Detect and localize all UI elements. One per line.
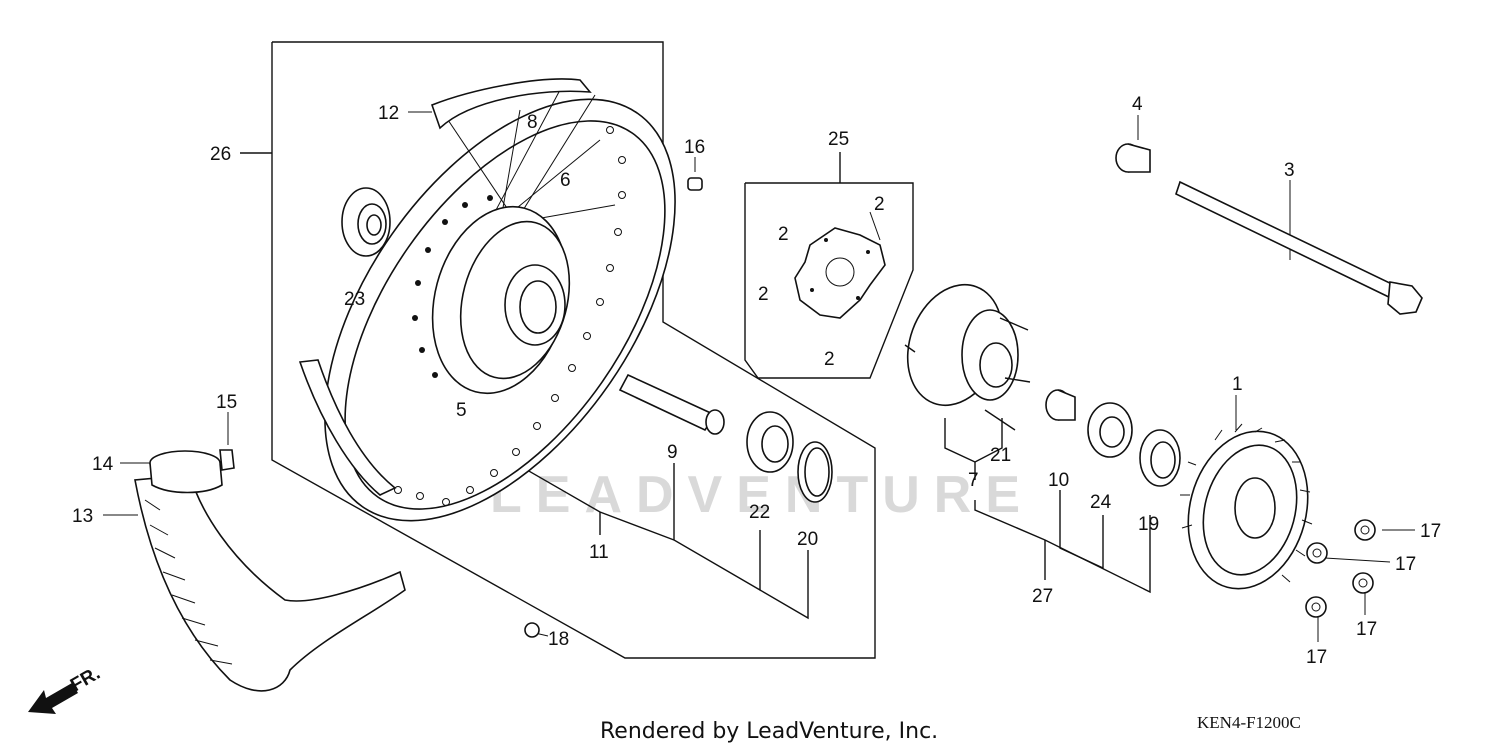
bearing-24	[1087, 402, 1133, 458]
callout-9: 9	[667, 442, 678, 463]
callout-17: 17	[1395, 554, 1416, 575]
callout-25: 25	[828, 129, 849, 150]
footer-credit: Rendered by LeadVenture, Inc.	[600, 719, 938, 744]
collar-9	[618, 373, 725, 435]
callout-7: 7	[968, 470, 979, 491]
callout-8: 8	[527, 112, 538, 133]
callout-2: 2	[758, 284, 769, 305]
callout-3: 3	[1284, 160, 1295, 181]
rim-holes	[394, 126, 626, 506]
collar-4	[1115, 143, 1151, 173]
axle-3	[1175, 180, 1423, 315]
bracket-25	[744, 182, 914, 379]
bearing-22	[746, 411, 794, 473]
seal-20	[797, 441, 833, 503]
nuts-17	[1305, 519, 1376, 618]
nut-18	[524, 622, 540, 638]
collar-10	[1045, 389, 1076, 421]
callout-21: 21	[990, 445, 1011, 466]
callout-24: 24	[1090, 492, 1112, 513]
hub-holes	[412, 195, 493, 378]
callout-11: 11	[589, 542, 609, 563]
bearing-23	[341, 187, 391, 257]
callout-23: 23	[344, 289, 365, 310]
callout-4: 4	[1132, 94, 1143, 115]
seal-19	[1139, 429, 1181, 487]
callout-17: 17	[1420, 521, 1441, 542]
valve-15	[219, 449, 235, 471]
valve-cap-16	[687, 177, 703, 191]
callout-17: 17	[1356, 619, 1377, 640]
rim-band-12	[430, 78, 592, 130]
watermark: LEADVENTURE	[490, 466, 1034, 524]
callout-2: 2	[778, 224, 789, 245]
callout-22: 22	[749, 502, 770, 523]
diagram-code: KEN4-F1200C	[1197, 713, 1301, 732]
callout-5: 5	[456, 400, 467, 421]
front-direction-arrow: FR.	[28, 663, 104, 714]
callout-16: 16	[684, 137, 705, 158]
callout-6: 6	[560, 170, 571, 191]
callout-1: 1	[1232, 374, 1243, 395]
bracket-26	[271, 41, 876, 659]
callout-2: 2	[874, 194, 885, 215]
callout-18: 18	[548, 629, 569, 650]
sprocket-1	[1180, 423, 1313, 590]
callout-14: 14	[92, 454, 114, 475]
callout-26: 26	[210, 144, 231, 165]
damper-rubbers-2	[794, 227, 886, 319]
callout-19: 19	[1138, 514, 1159, 535]
tire-13	[134, 474, 406, 692]
hub-5	[431, 205, 571, 395]
callout-27: 27	[1032, 586, 1053, 607]
callout-2: 2	[824, 349, 835, 370]
tube-14	[149, 450, 223, 494]
callout-17: 17	[1306, 647, 1327, 668]
callout-20: 20	[797, 529, 818, 550]
callout-13: 13	[72, 506, 93, 527]
callout-10: 10	[1048, 470, 1069, 491]
driven-flange-7	[904, 283, 1031, 431]
callout-15: 15	[216, 392, 237, 413]
callout-12: 12	[378, 103, 399, 124]
